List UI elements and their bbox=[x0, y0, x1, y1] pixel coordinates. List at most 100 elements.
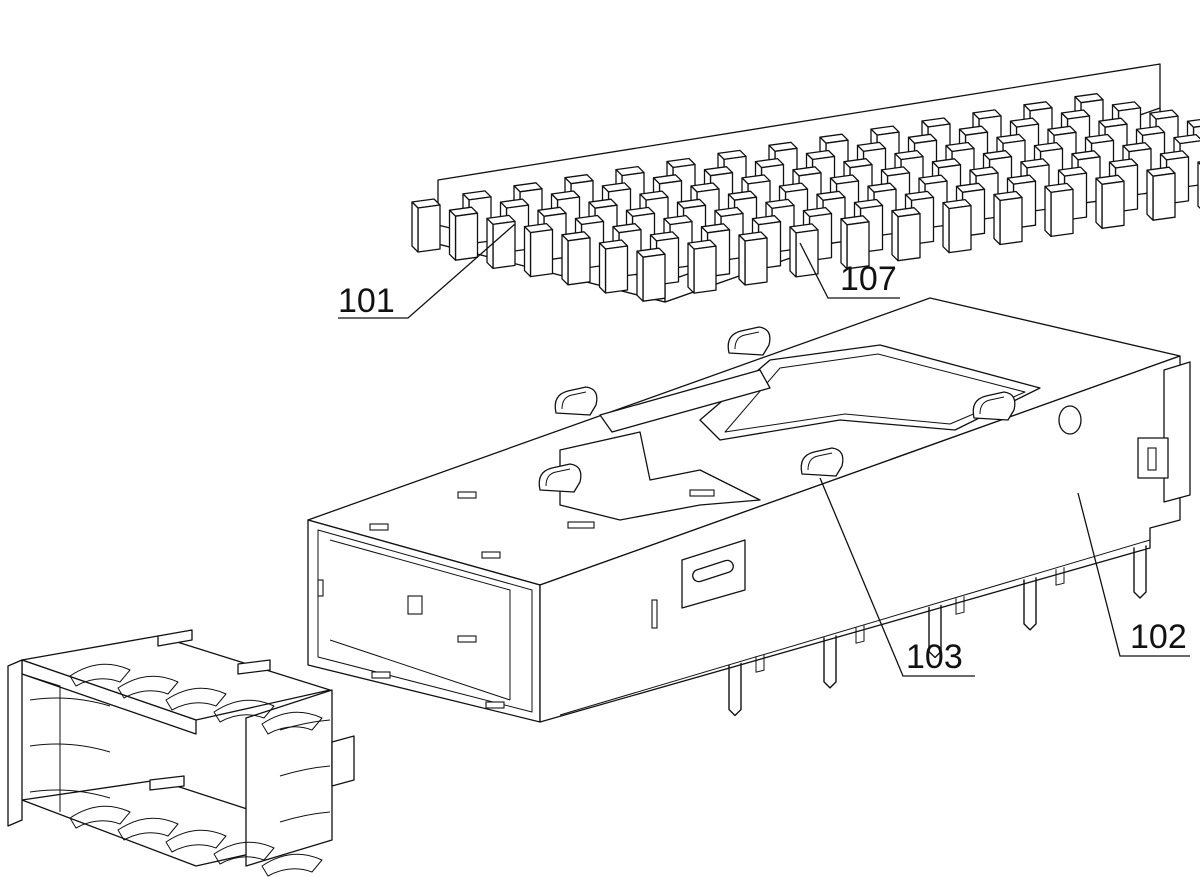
spring-finger-left bbox=[29, 697, 111, 707]
cage-side-slot bbox=[407, 595, 423, 615]
press-fit-pin bbox=[1133, 545, 1147, 599]
ground-tab bbox=[1055, 567, 1065, 586]
cage-top-window bbox=[699, 344, 1041, 441]
spring-finger-left bbox=[29, 789, 111, 799]
spring-clip bbox=[972, 391, 1016, 421]
spring-finger-left bbox=[29, 743, 111, 753]
fin-side bbox=[840, 218, 848, 270]
spring-clip bbox=[554, 386, 598, 416]
spring-clip bbox=[538, 463, 582, 493]
gasket-right-tab bbox=[331, 735, 355, 787]
label-102-group: 102 bbox=[1077, 492, 1190, 657]
spring-finger-top bbox=[69, 663, 131, 687]
cage-top-tab-2 bbox=[559, 431, 761, 521]
spring-finger-top bbox=[165, 687, 227, 711]
gasket-top-tab bbox=[157, 629, 193, 647]
cage-slot bbox=[371, 671, 391, 679]
fin-front bbox=[999, 196, 1023, 246]
cage-inner-wall bbox=[329, 539, 511, 700]
fin-front bbox=[897, 213, 921, 262]
fin-front bbox=[529, 228, 554, 278]
spring-finger-bottom bbox=[165, 829, 227, 853]
press-fit-pin bbox=[823, 635, 837, 689]
cage-clips bbox=[538, 326, 1016, 493]
leader-102 bbox=[1077, 492, 1190, 657]
cage-top-window-inner bbox=[724, 353, 1026, 433]
fin-front bbox=[693, 245, 717, 294]
label-107-group: 107 bbox=[799, 242, 900, 299]
fin-front bbox=[1152, 172, 1176, 221]
fin-front bbox=[454, 212, 479, 261]
cage-slot bbox=[567, 521, 595, 529]
fin-side bbox=[891, 210, 899, 262]
label-102: 102 bbox=[1130, 618, 1187, 656]
fin-front bbox=[492, 220, 516, 270]
heat-sink bbox=[411, 63, 1200, 303]
fin-side bbox=[942, 201, 950, 254]
cage-front-opening bbox=[317, 529, 533, 713]
fin-side bbox=[993, 193, 1001, 246]
cage-side-slot bbox=[651, 599, 658, 629]
spring-finger-top bbox=[117, 675, 179, 699]
cage-rear-flange bbox=[1163, 361, 1191, 503]
cage-slot bbox=[485, 701, 505, 709]
fin-front bbox=[1050, 188, 1074, 238]
cage-slot bbox=[689, 489, 715, 497]
spring-clip-edge bbox=[545, 468, 571, 487]
fin-side bbox=[1095, 177, 1103, 229]
gasket-bottom-tab bbox=[149, 775, 185, 791]
label-103-group: 103 bbox=[819, 477, 975, 677]
spring-clip bbox=[800, 447, 844, 477]
spring-clip-edge bbox=[807, 452, 833, 471]
spring-finger-bottom bbox=[261, 853, 323, 877]
fin-side bbox=[448, 209, 457, 261]
spring-finger-right bbox=[279, 765, 331, 777]
fin-side bbox=[789, 226, 797, 278]
cage-side-face bbox=[539, 355, 1181, 723]
cage-slot bbox=[457, 491, 477, 499]
fin-side bbox=[561, 234, 569, 286]
fin-front bbox=[795, 229, 819, 278]
leader-107 bbox=[799, 242, 900, 299]
leader-101 bbox=[338, 223, 516, 319]
fin-side bbox=[738, 234, 746, 286]
ground-tab bbox=[955, 596, 965, 615]
fin-front bbox=[604, 245, 629, 294]
fin-side bbox=[598, 242, 607, 294]
cage-side-latch bbox=[692, 559, 734, 583]
fin-side bbox=[1146, 169, 1154, 221]
cage-slot bbox=[369, 523, 389, 531]
ground-tab bbox=[755, 654, 765, 673]
press-fit-pin bbox=[928, 604, 942, 659]
cage-top-tab bbox=[599, 369, 771, 433]
cage-slot bbox=[481, 551, 501, 559]
gasket-top-tab bbox=[237, 659, 271, 675]
spring-clip-edge bbox=[979, 396, 1005, 415]
press-fit-pin bbox=[728, 662, 742, 717]
cage-side-hole bbox=[1058, 405, 1082, 435]
label-101-group: 101 bbox=[338, 223, 516, 320]
gasket-spring-fingers bbox=[29, 663, 331, 877]
press-fit-pin bbox=[1023, 577, 1037, 631]
heat-sink-fins bbox=[411, 93, 1200, 302]
fin-front bbox=[1101, 180, 1125, 229]
fin-side bbox=[523, 225, 532, 278]
label-101: 101 bbox=[338, 282, 395, 320]
cage-side-slot bbox=[317, 579, 324, 597]
fin-side bbox=[1044, 185, 1052, 238]
front-gasket-frame bbox=[7, 629, 355, 877]
gasket-left-wall bbox=[7, 659, 23, 827]
spring-finger-top bbox=[213, 699, 275, 723]
spring-finger-bottom bbox=[213, 841, 275, 865]
spring-clip bbox=[727, 326, 771, 356]
fin-front bbox=[948, 204, 972, 254]
fin-front bbox=[567, 237, 591, 286]
fin-side bbox=[687, 242, 695, 294]
spring-clip-edge bbox=[561, 391, 587, 410]
cage-bottom-edge bbox=[559, 539, 1151, 716]
cage-slot bbox=[457, 635, 477, 643]
fin-front bbox=[417, 204, 441, 253]
spring-finger-right bbox=[279, 719, 331, 731]
spring-finger-right bbox=[279, 811, 331, 823]
